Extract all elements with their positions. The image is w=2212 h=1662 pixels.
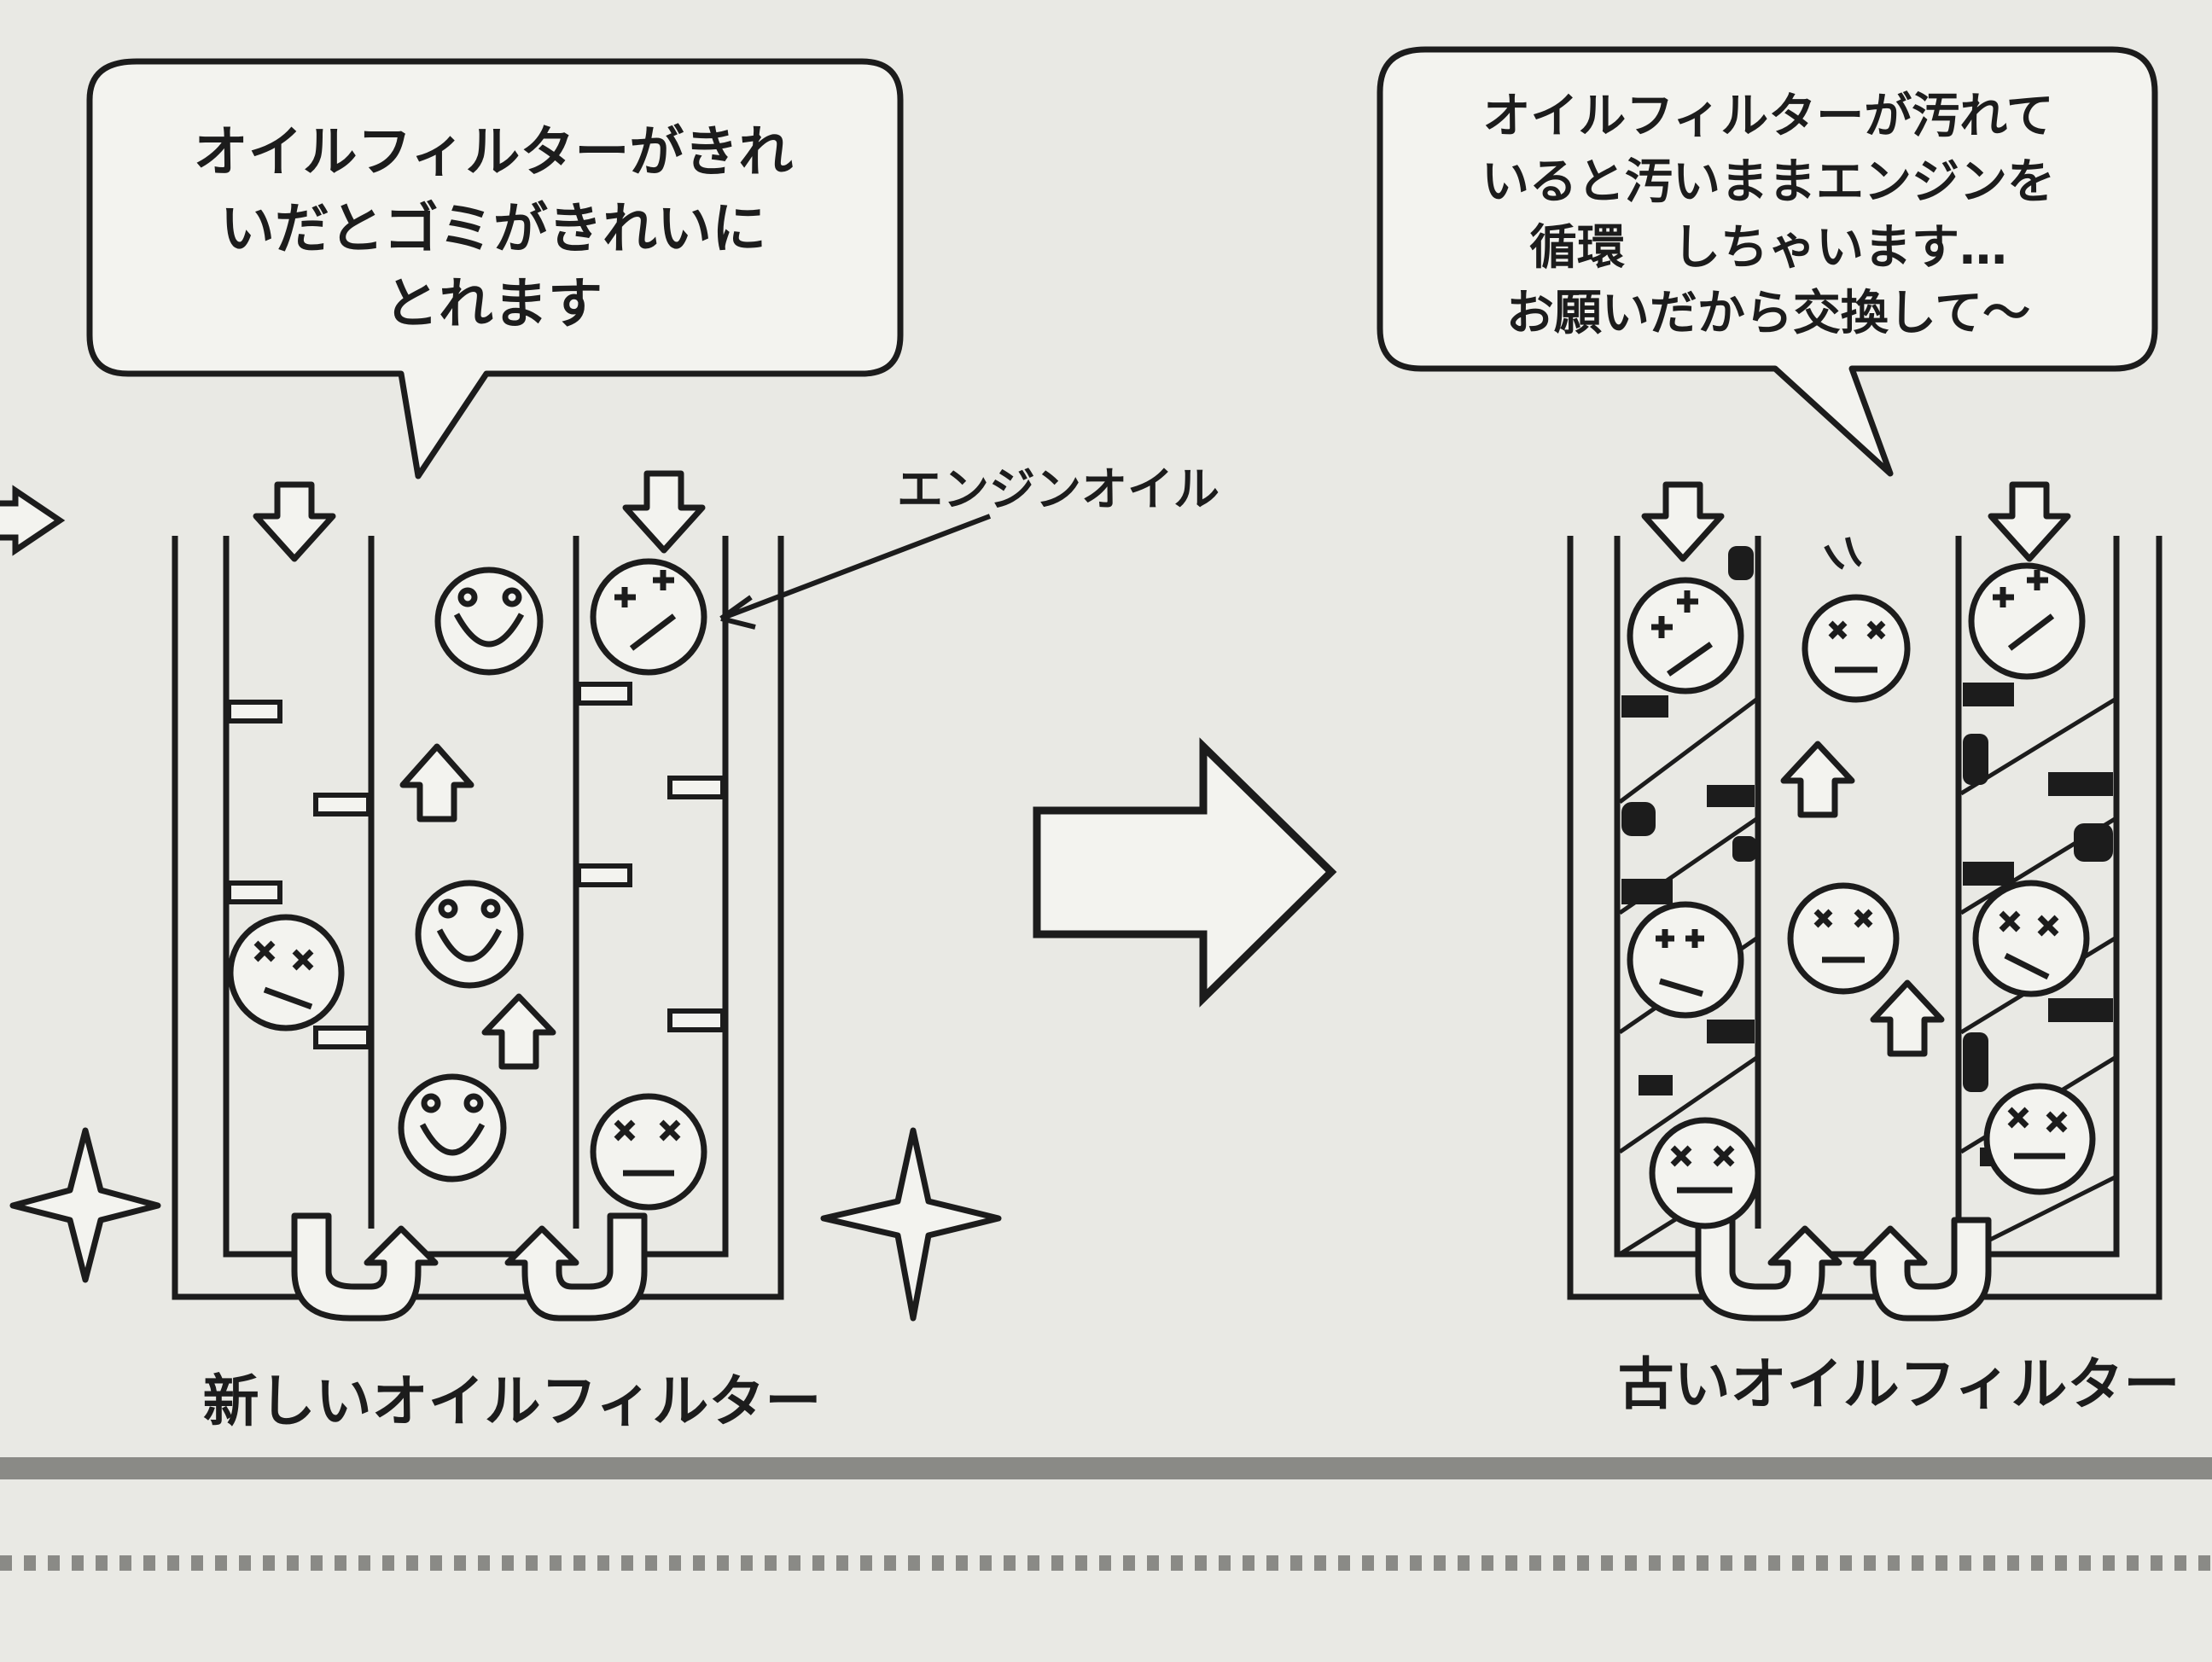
dirt-face-old-6 <box>1983 1083 2096 1195</box>
old-filter-sludge <box>1621 546 2113 1166</box>
speech-bubble-right <box>1377 46 2158 477</box>
bubble-right-line-3: 循環 しちゃいます… <box>1529 220 2007 276</box>
bubble-left-line-2: いだとゴミがきれいに <box>220 198 766 261</box>
edge-arrow-left <box>0 485 66 556</box>
old-filter-center-walls <box>1755 536 1962 1229</box>
bubble-right-line-4: お願いだから交換して～ <box>1506 286 2030 341</box>
bubble-right-line-2: いると汚いままエンジンを <box>1481 154 2055 210</box>
new-filter-drawing <box>172 536 784 1300</box>
old-filter-down-arrows <box>1641 481 2071 562</box>
sparkle-icon-left <box>9 1127 161 1283</box>
old-filter-faces <box>1627 537 2096 1229</box>
new-filter-return-arrows <box>291 1212 648 1322</box>
transition-arrow <box>1033 737 1337 1008</box>
sick-face-center-2 <box>1787 882 1900 995</box>
happy-face-1 <box>434 567 544 676</box>
bubble-right-line-1: オイルフィルターが汚れて <box>1482 89 2053 144</box>
old-filter-up-arrows <box>1780 741 1945 1057</box>
dirt-face-trapped-1 <box>590 558 707 676</box>
new-filter-faces <box>227 558 707 1211</box>
dirt-face-trapped-2 <box>227 914 345 1031</box>
new-filter-up-arrows <box>399 743 556 1070</box>
old-filter-return-arrows <box>1695 1217 1992 1322</box>
dirt-face-old-4 <box>1972 880 2090 997</box>
dirt-face-old-3 <box>1627 901 1744 1019</box>
new-filter-outer-walls <box>172 536 784 1300</box>
bubble-left-line-3: とれます <box>384 273 602 336</box>
old-filter-outer-walls <box>1567 536 2163 1300</box>
happy-face-2 <box>415 880 524 989</box>
dirt-face-old-1 <box>1627 577 1744 694</box>
caption-new-filter: 新しいオイルフィルター <box>203 1369 822 1434</box>
sick-face-center-1 <box>1802 537 1911 703</box>
engine-oil-label: エンジンオイル <box>897 462 1220 516</box>
dirt-face-trapped-3 <box>590 1093 707 1211</box>
happy-face-3 <box>398 1073 507 1183</box>
new-filter-down-arrows <box>253 470 706 562</box>
new-filter-shelves <box>226 682 725 1049</box>
speech-bubble-left <box>86 58 904 479</box>
dirt-face-old-5 <box>1649 1117 1761 1229</box>
bubble-left-line-1: オイルフィルターがきれ <box>194 121 794 184</box>
dirt-face-old-2 <box>1968 562 2086 680</box>
sparkle-icon-right <box>820 1127 1002 1322</box>
sparkle-icons <box>9 1127 1002 1322</box>
caption-old-filter: 古いオイルフィルター <box>1618 1351 2180 1417</box>
separator-line <box>0 1457 2212 1479</box>
engine-oil-pointer-arrow <box>719 514 992 630</box>
